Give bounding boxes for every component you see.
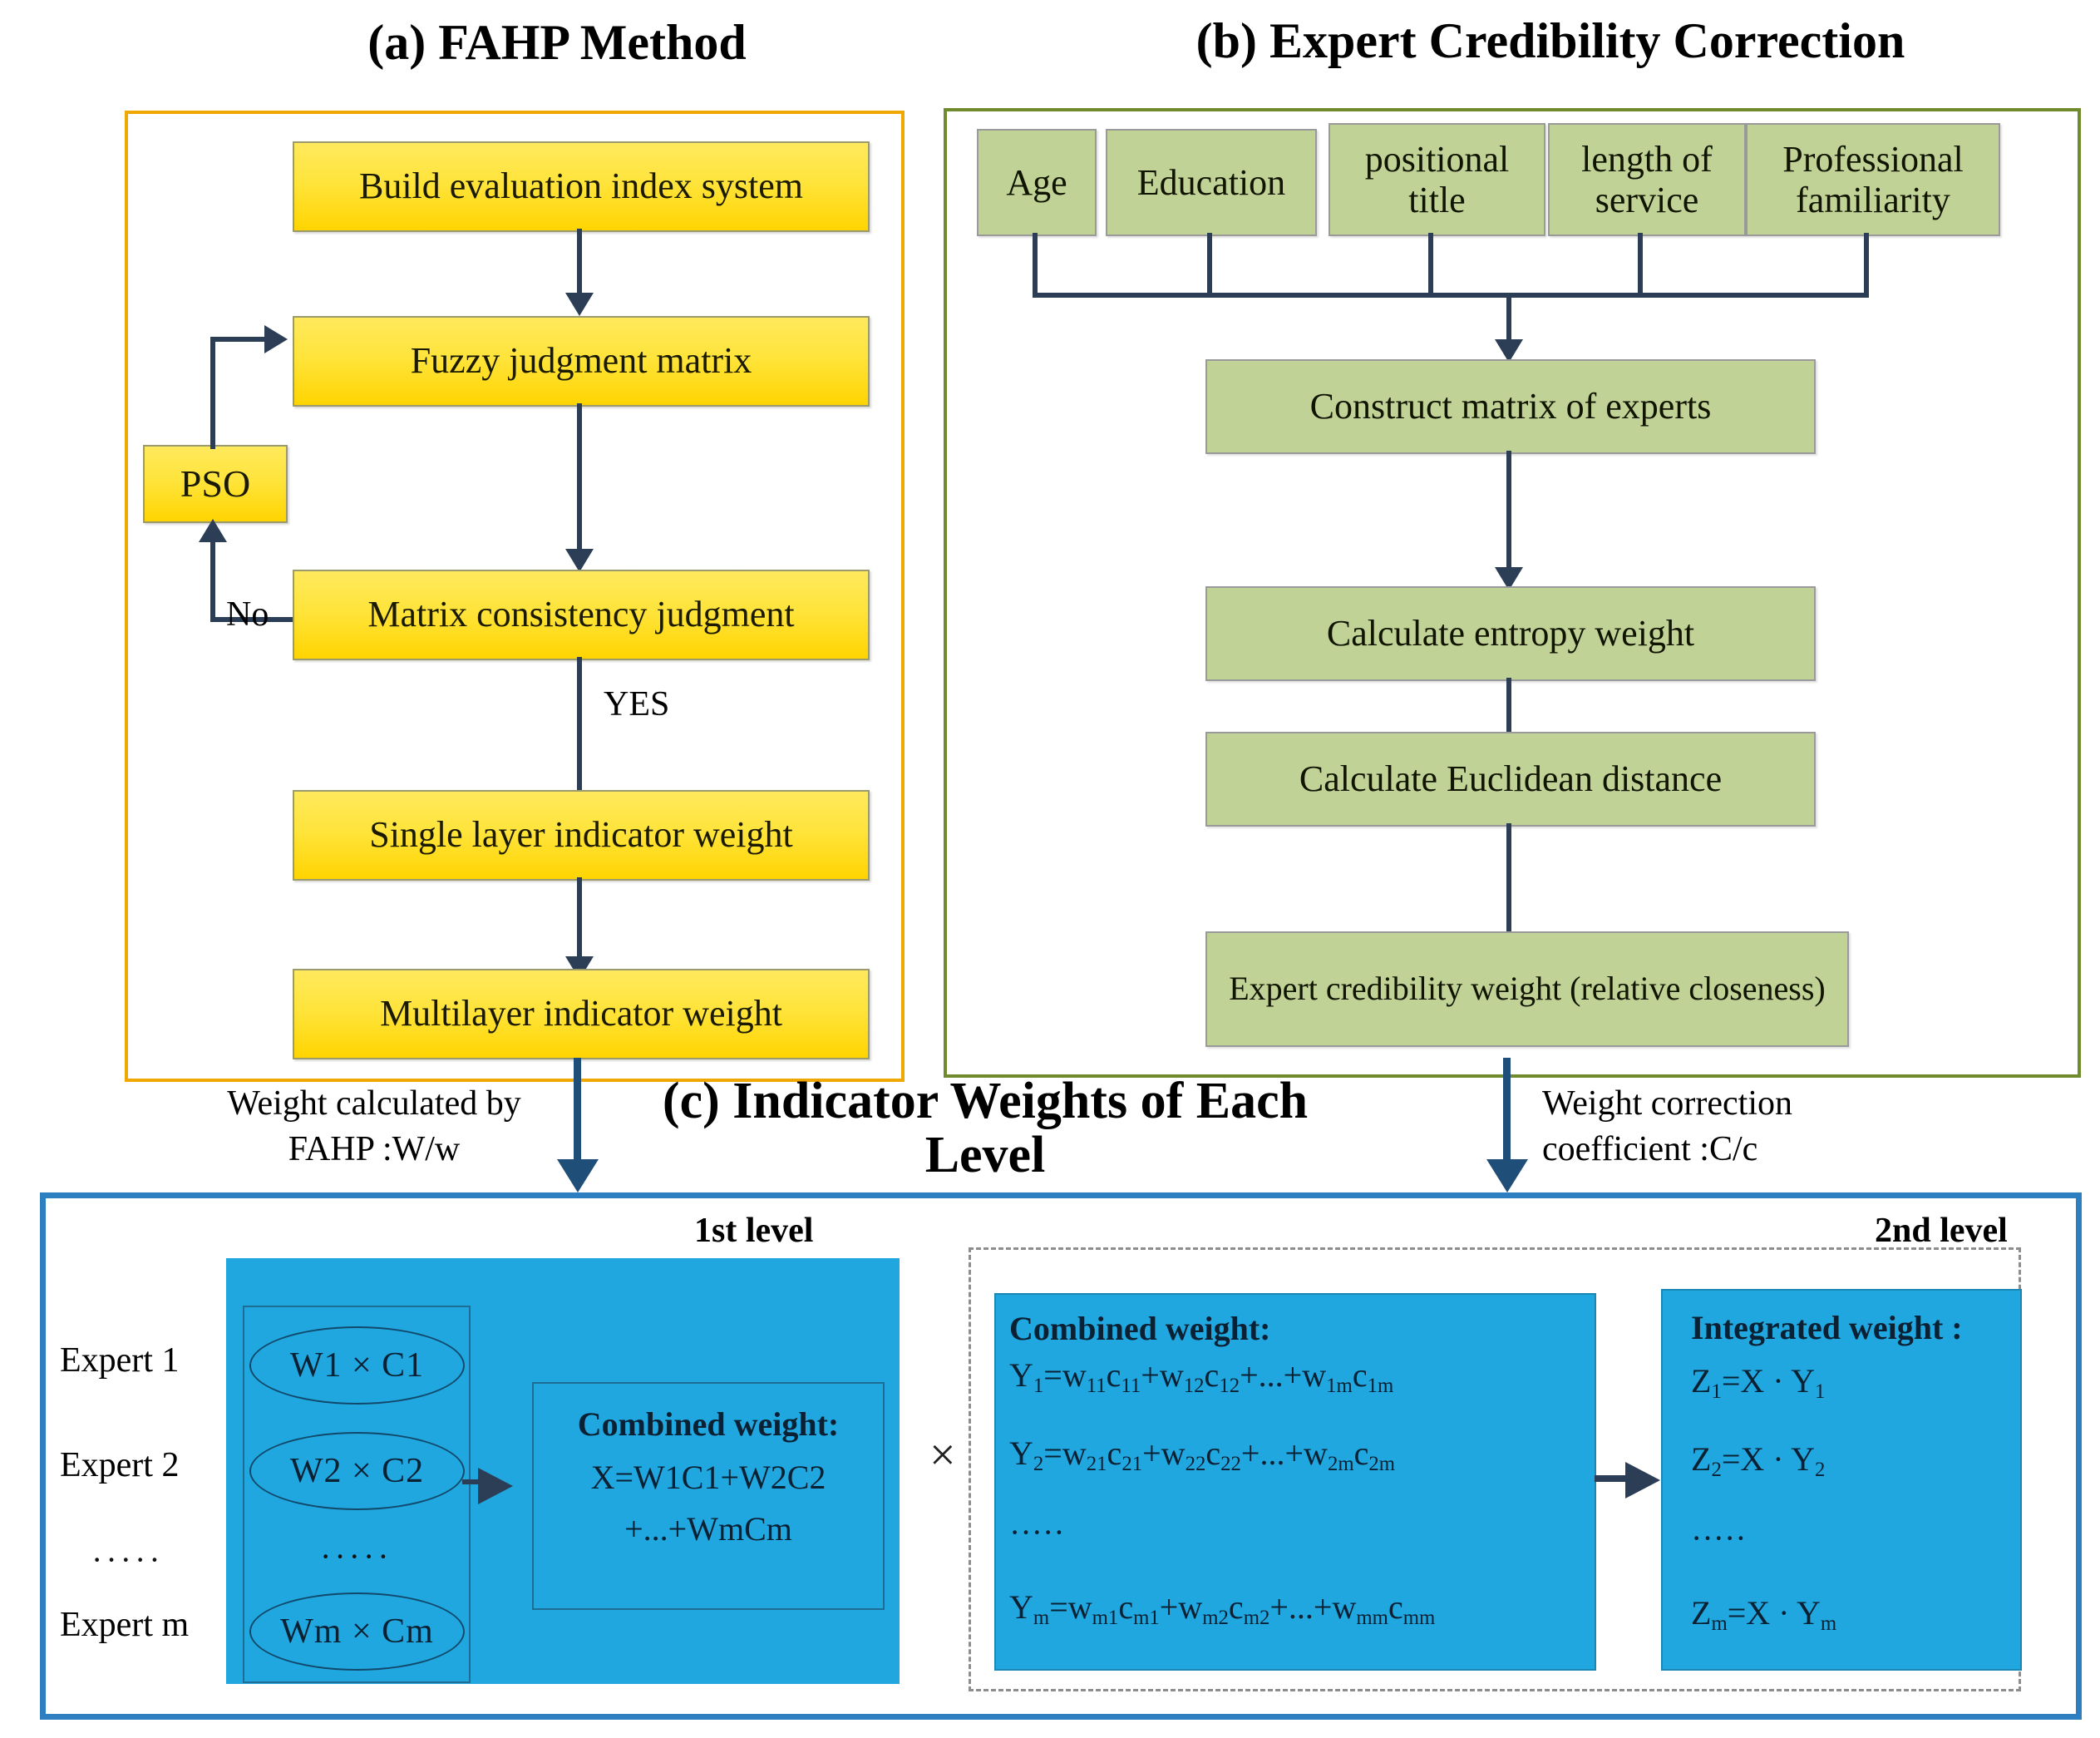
- connector-a3: [577, 657, 582, 794]
- connector-b-crit5: [1864, 233, 1869, 298]
- connector-b-crit2: [1207, 233, 1212, 298]
- panel-a-title: (a) FAHP Method: [367, 15, 747, 70]
- box-multilayer-indicator-weight[interactable]: Multilayer indicator weight: [293, 969, 870, 1059]
- connector-combined2-to-integrated: [1595, 1475, 1633, 1482]
- integrated-weight-line2: Z2=X · Y2: [1691, 1440, 1826, 1482]
- connector-label-right-line2: coefficient :C/c: [1542, 1129, 1758, 1168]
- product-w2c2: W2 × C2: [249, 1432, 465, 1510]
- integrated-weight-line1: Z1=X · Y1: [1691, 1362, 1826, 1403]
- box-fuzzy-judgment-matrix[interactable]: Fuzzy judgment matrix: [293, 316, 870, 407]
- step-calculate-euclidean-distance[interactable]: Calculate Euclidean distance: [1205, 732, 1816, 827]
- connector-a-to-c: [574, 1058, 581, 1183]
- multiply-symbol: ×: [929, 1429, 956, 1481]
- criterion-positional-title[interactable]: positional title: [1329, 123, 1545, 236]
- arrow-a-to-c-icon: [557, 1159, 599, 1192]
- edge-label-yes: YES: [604, 685, 670, 723]
- panel-c-frame: [40, 1192, 2082, 1720]
- connector-label-left: Weight calculated by FAHP :W/w: [179, 1081, 569, 1172]
- box-pso[interactable]: PSO: [143, 445, 288, 523]
- combined-weight-1-line2: +...+WmCm: [624, 1510, 792, 1548]
- box-build-evaluation-index-system[interactable]: Build evaluation index system: [293, 141, 870, 232]
- criterion-length-of-service[interactable]: length of service: [1548, 123, 1746, 236]
- connector-label-left-line2: FAHP :W/w: [288, 1129, 461, 1168]
- connector-a2: [577, 403, 582, 553]
- combined-weight-1-line1: X=W1C1+W2C2: [590, 1459, 826, 1496]
- box-single-layer-indicator-weight[interactable]: Single layer indicator weight: [293, 790, 870, 881]
- arrow-b-to-c-icon: [1486, 1159, 1528, 1192]
- expert-products-group: [243, 1306, 471, 1683]
- connector-products-to-combined: [462, 1479, 486, 1484]
- connector-b1: [1506, 451, 1511, 571]
- integrated-weight-line3: ·····: [1691, 1518, 1747, 1557]
- integrated-weight-block: Integrated weight : Z1=X · Y1 Z2=X · Y2 …: [1661, 1289, 2022, 1671]
- level-2-label: 2nd level: [1875, 1212, 2008, 1250]
- arrow-no-to-pso-icon: [199, 519, 227, 542]
- step-calculate-entropy-weight[interactable]: Calculate entropy weight: [1205, 586, 1816, 681]
- combined-weight-2-line3: ·····: [1009, 1513, 1065, 1551]
- combined-weight-2-line4: Ym=wm1cm1+wm2cm2+...+wmmcmm: [1009, 1587, 1436, 1629]
- arrow-a2-icon: [565, 549, 594, 572]
- step-construct-matrix-of-experts[interactable]: Construct matrix of experts: [1205, 359, 1816, 454]
- connector-label-right: Weight correction coefficient :C/c: [1542, 1081, 1974, 1172]
- combined-weight-2-block: Combined weight: Y1=w11c11+w12c12+...+w1…: [994, 1293, 1596, 1671]
- connector-pso-right: [210, 337, 267, 342]
- connector-b-to-c: [1503, 1058, 1511, 1183]
- combined-weight-2-line1: Y1=w11c11+w12c12+...+w1mc1m: [1009, 1356, 1394, 1397]
- expert-m-label: Expert m: [60, 1606, 190, 1644]
- arrow-pso-to-fuzzy-icon: [264, 325, 288, 353]
- connector-no-up: [210, 542, 215, 622]
- arrow-a1-icon: [565, 293, 594, 316]
- box-matrix-consistency-judgment[interactable]: Matrix consistency judgment: [293, 570, 870, 660]
- panel-b-frame: [944, 108, 2081, 1078]
- expert-ellipsis-label: ·····: [91, 1541, 164, 1578]
- criterion-age[interactable]: Age: [977, 129, 1097, 236]
- connector-a4: [577, 877, 582, 960]
- arrow-combined2-to-integrated-icon: [1625, 1462, 1660, 1499]
- expert-1-label: Expert 1: [60, 1341, 180, 1380]
- connector-pso-up: [210, 337, 215, 449]
- panel-a-frame: [125, 111, 905, 1082]
- combined-weight-1-heading: Combined weight:: [577, 1405, 840, 1443]
- level-1-label: 1st level: [694, 1212, 814, 1250]
- product-w1c1: W1 × C1: [249, 1326, 465, 1405]
- integrated-weight-line4: Zm=X · Ym: [1691, 1593, 1837, 1635]
- product-ellipsis: ·····: [320, 1538, 392, 1575]
- connector-label-right-line1: Weight correction: [1542, 1084, 1792, 1123]
- connector-b-bus: [1033, 293, 1869, 298]
- connector-no-left: [210, 617, 302, 622]
- combined-weight-2-heading: Combined weight:: [1009, 1310, 1271, 1347]
- step-expert-credibility-weight[interactable]: Expert credibility weight (relative clos…: [1205, 931, 1849, 1047]
- combined-weight-1-box: Combined weight: X=W1C1+W2C2 +...+WmCm: [532, 1382, 885, 1610]
- connector-b-crit1: [1033, 233, 1038, 298]
- expert-2-label: Expert 2: [60, 1446, 180, 1484]
- connector-b3: [1506, 823, 1511, 940]
- connector-b-bus-down: [1506, 293, 1511, 343]
- arrow-b0-icon: [1495, 339, 1523, 363]
- arrow-products-to-combined-icon: [478, 1468, 513, 1504]
- connector-b-crit4: [1638, 233, 1643, 298]
- connector-label-left-line1: Weight calculated by: [227, 1084, 521, 1123]
- product-wmcm: Wm × Cm: [249, 1592, 465, 1671]
- combined-weight-2-line2: Y2=w21c21+w22c22+...+w2mc2m: [1009, 1434, 1396, 1476]
- criterion-professional-familiarity[interactable]: Professional familiarity: [1746, 123, 2000, 236]
- criterion-education[interactable]: Education: [1106, 129, 1317, 236]
- connector-b-crit3: [1428, 233, 1433, 298]
- integrated-weight-heading: Integrated weight :: [1691, 1309, 1963, 1346]
- edge-label-no: No: [226, 595, 269, 634]
- panel-b-title: (b) Expert Credibility Correction: [1195, 13, 1905, 68]
- connector-a1: [577, 229, 582, 295]
- panel-c-title: (c) Indicator Weights of Each Level: [662, 1073, 1309, 1184]
